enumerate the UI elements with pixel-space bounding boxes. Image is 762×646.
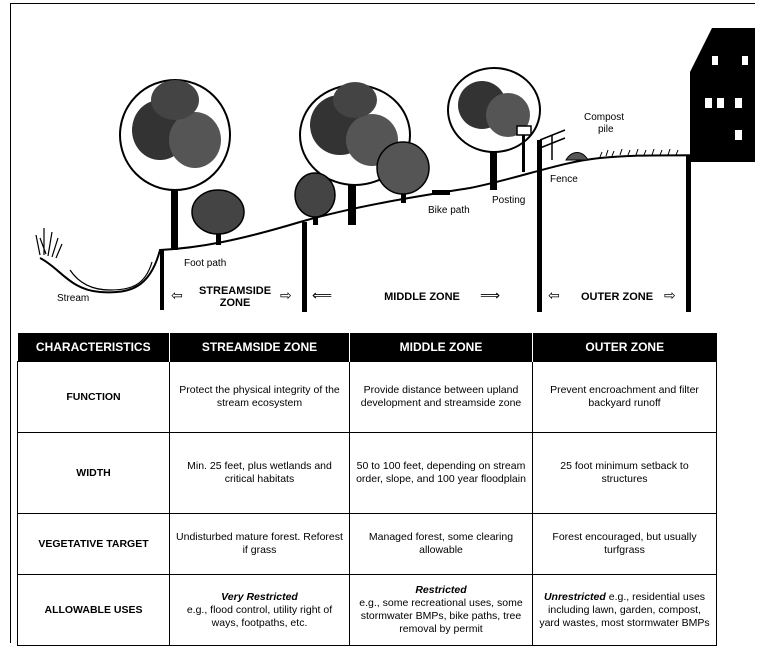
foot-path-label: Foot path — [184, 258, 227, 269]
cell-streamside-function: Protect the physical integrity of the st… — [169, 361, 350, 433]
uses-head-streamside: Very Restricted — [221, 590, 298, 603]
zone-divider-2 — [302, 222, 307, 312]
outer-left-arrow-icon: ⇦ — [548, 288, 560, 304]
compost-label-line1: Compost — [584, 112, 625, 123]
tree-middle-right — [376, 141, 430, 203]
table-row: FUNCTION Protect the physical integrity … — [17, 361, 717, 433]
cell-middle-width: 50 to 100 feet, depending on stream orde… — [349, 432, 533, 514]
fence-label: Fence — [550, 174, 578, 185]
turf — [599, 148, 679, 158]
bike-path-label: Bike path — [428, 205, 470, 216]
row-label-function: FUNCTION — [17, 361, 170, 433]
streamside-left-arrow-icon: ⇦ — [171, 288, 183, 304]
cell-outer-vegetative: Forest encouraged, but usually turfgrass — [532, 513, 717, 575]
cell-middle-vegetative: Managed forest, some clearing allowable — [349, 513, 533, 575]
cell-streamside-uses: Very Restricted e.g., flood control, uti… — [169, 574, 350, 646]
header-outer-zone: OUTER ZONE — [532, 333, 717, 362]
figure-frame — [10, 3, 755, 643]
compost-pile — [565, 152, 589, 161]
uses-text-streamside: e.g., flood control, utility right of wa… — [186, 603, 333, 629]
cell-outer-uses: Unrestricted e.g., residential uses incl… — [532, 574, 717, 646]
uses-text-outer: e.g., residential uses including lawn, g… — [539, 590, 710, 629]
uses-text-middle: e.g., some recreational uses, some storm… — [359, 597, 523, 635]
zone-divider-4 — [686, 155, 691, 312]
stream-channel — [69, 261, 153, 291]
row-label-width: WIDTH — [17, 432, 170, 514]
cell-middle-uses: Restricted e.g., some recreational uses,… — [349, 574, 533, 646]
row-label-vegetative-target: VEGETATIVE TARGET — [17, 513, 170, 575]
streamside-right-arrow-icon: ⇨ — [280, 288, 292, 304]
cell-streamside-width: Min. 25 feet, plus wetlands and critical… — [169, 432, 350, 514]
row-label-allowable-uses: ALLOWABLE USES — [17, 574, 170, 646]
uses-head-middle: Restricted — [415, 584, 467, 596]
streamside-zone-label: STREAMSIDE ZONE — [198, 285, 272, 309]
middle-right-arrow-icon: ⟹ — [480, 288, 501, 304]
header-streamside-zone: STREAMSIDE ZONE — [169, 333, 350, 362]
ground-line — [39, 154, 701, 294]
table-row: ALLOWABLE USES Very Restricted e.g., flo… — [17, 574, 717, 646]
uses-head-outer: Unrestricted — [543, 590, 606, 603]
outer-zone-label: OUTER ZONE — [580, 291, 654, 303]
header-characteristics: CHARACTERISTICS — [17, 333, 170, 362]
posting-label: Posting — [492, 195, 526, 206]
tree-streamside-small — [191, 189, 245, 245]
fence — [539, 129, 566, 160]
cell-streamside-vegetative: Undisturbed mature forest. Reforest if g… — [169, 513, 350, 575]
zone-divider-3 — [537, 140, 542, 312]
tree-streamside-large — [119, 79, 231, 250]
cell-middle-function: Provide distance between upland developm… — [349, 361, 533, 433]
table-row: WIDTH Min. 25 feet, plus wetlands and cr… — [17, 432, 717, 514]
table-row: VEGETATIVE TARGET Undisturbed mature for… — [17, 513, 717, 575]
posting-sign — [516, 125, 532, 172]
outer-right-arrow-icon: ⇨ — [664, 288, 676, 304]
zone-divider-1 — [160, 250, 164, 310]
cell-outer-function: Prevent encroachment and filter backyard… — [532, 361, 717, 433]
header-middle-zone: MIDDLE ZONE — [349, 333, 533, 362]
bike-path-marker — [432, 190, 450, 195]
stream-vegetation — [35, 228, 63, 259]
compost-label-line2: pile — [598, 124, 614, 135]
zones-table: CHARACTERISTICS STREAMSIDE ZONE MIDDLE Z… — [17, 333, 717, 646]
riparian-buffer-illustration — [35, 28, 755, 312]
house — [690, 28, 755, 162]
middle-zone-label: MIDDLE ZONE — [384, 291, 460, 303]
tree-middle-mid — [294, 172, 336, 225]
cell-outer-width: 25 foot minimum setback to structures — [532, 432, 717, 514]
stream-label: Stream — [57, 293, 90, 304]
middle-left-arrow-icon: ⟸ — [312, 288, 333, 304]
